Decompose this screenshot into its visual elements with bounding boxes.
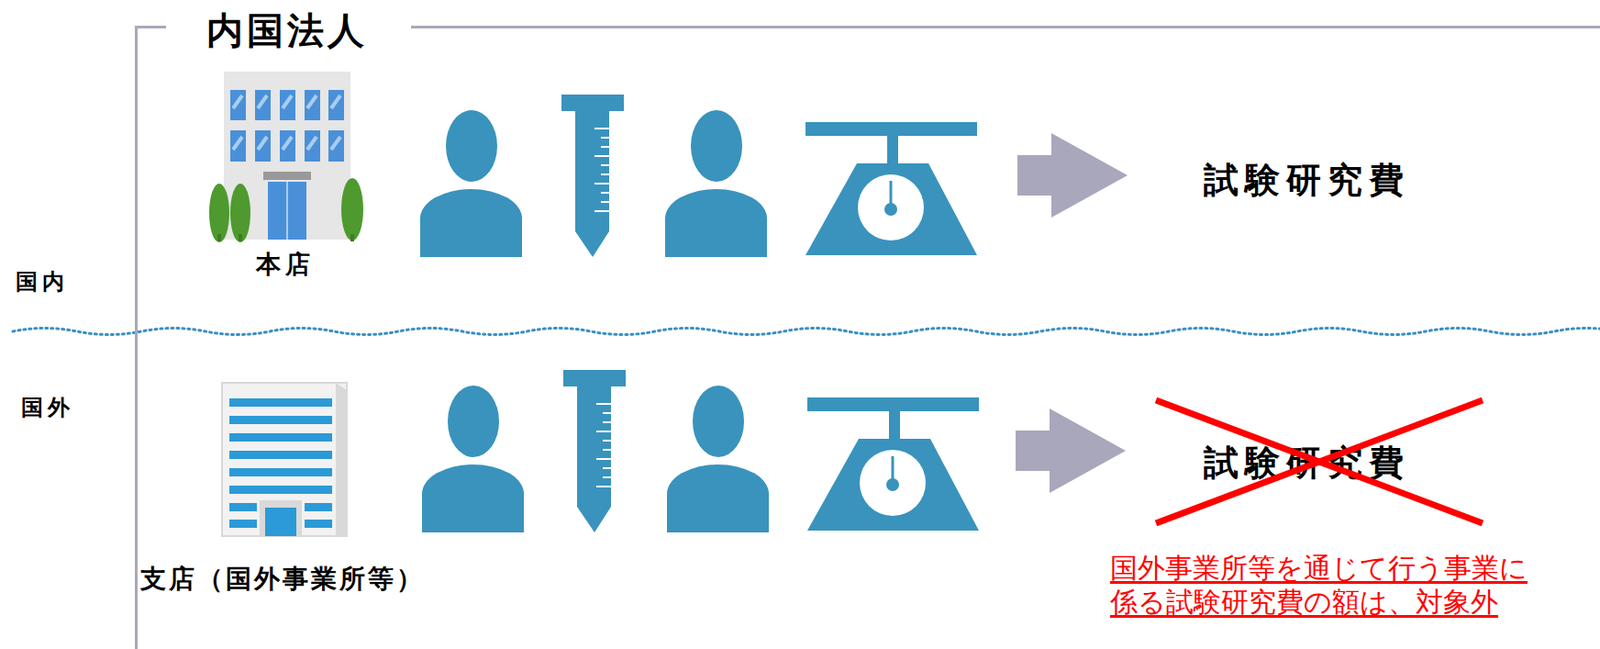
office-label: 本店 — [255, 248, 315, 279]
building-windows — [230, 89, 345, 162]
cost-label: 試験研究費 — [1203, 442, 1411, 483]
scale-stem — [888, 411, 900, 441]
person-head — [690, 110, 743, 182]
red-cross — [1155, 400, 1483, 523]
person-body — [666, 464, 769, 533]
person-body — [665, 188, 767, 257]
door-split — [286, 181, 289, 240]
research-icons-domestic — [420, 94, 978, 257]
tree-trunks — [217, 233, 355, 242]
person-head — [445, 110, 498, 182]
region-label: 国内 — [15, 267, 69, 296]
window-glare — [233, 95, 341, 150]
frame-title: 内国法人 — [166, 10, 412, 51]
person-body — [422, 464, 524, 533]
test-tube — [575, 111, 610, 257]
research-icons-foreign — [422, 369, 979, 533]
door-frame — [259, 500, 302, 536]
scale-dial — [857, 174, 924, 241]
door — [265, 507, 297, 536]
person-head — [692, 385, 745, 457]
scale-stem — [887, 135, 899, 166]
red-cross — [1155, 400, 1483, 523]
building-side — [335, 382, 347, 536]
test-tube-cap — [561, 94, 624, 112]
scale-pivot — [884, 202, 898, 216]
arrow — [1017, 133, 1128, 218]
tube-ticks — [594, 128, 610, 212]
scale-pivot — [886, 477, 900, 491]
head-office-building — [209, 71, 364, 243]
test-tube — [577, 386, 612, 533]
scale-body — [807, 438, 979, 531]
arrow — [1015, 408, 1126, 493]
person-body — [420, 188, 523, 257]
person-head — [447, 385, 500, 457]
scale-top — [805, 122, 978, 136]
tube-ticks — [596, 403, 612, 487]
cost-label: 試験研究費 — [1203, 159, 1411, 200]
trees — [209, 177, 364, 243]
building-body — [222, 382, 347, 536]
office-label: 支店（国外事業所等） — [140, 563, 425, 595]
door — [267, 181, 307, 240]
branch-building — [222, 382, 347, 536]
awning — [263, 171, 312, 180]
exclusion-note: 国外事業所等を通じて行う事業に 係る試験研究費の額は、対象外 — [1110, 550, 1537, 619]
border-wave — [12, 328, 1600, 335]
test-tube-cap — [563, 369, 626, 387]
region-label: 国外 — [21, 393, 75, 422]
scale-top — [807, 397, 979, 412]
scale-body — [805, 163, 978, 256]
scale-dial — [859, 449, 926, 516]
